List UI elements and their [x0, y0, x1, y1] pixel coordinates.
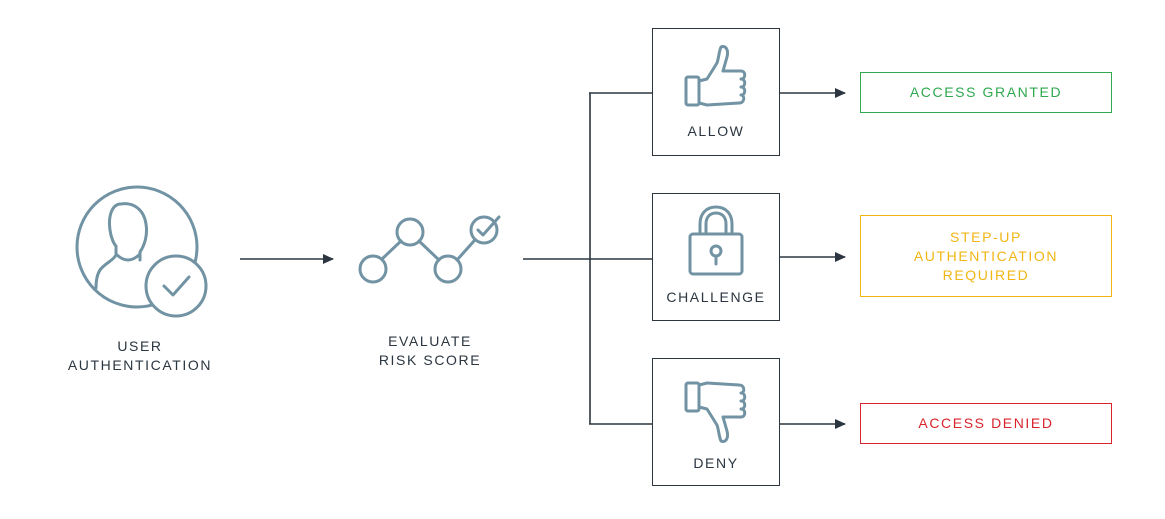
step-up-authentication-box: STEP-UP AUTHENTICATION REQUIRED [860, 215, 1112, 297]
evaluate-risk-score-label: EVALUATE RISK SCORE [378, 333, 482, 368]
allow-box: ALLOW [652, 28, 780, 156]
challenge-label: CHALLENGE [666, 289, 766, 305]
challenge-box: CHALLENGE [652, 193, 780, 321]
lock-icon [688, 205, 744, 276]
access-denied-box: ACCESS DENIED [860, 403, 1112, 444]
thumbs-up-icon [684, 45, 747, 107]
deny-label: DENY [693, 455, 739, 471]
deny-box: DENY [652, 358, 780, 486]
thumbs-down-icon [684, 381, 747, 443]
allow-label: ALLOW [687, 123, 745, 139]
user-authentication-label: USER AUTHENTICATION [67, 338, 213, 373]
risk-graph-icon [358, 215, 501, 284]
user-check-icon [75, 185, 208, 318]
access-granted-box: ACCESS GRANTED [860, 72, 1112, 113]
